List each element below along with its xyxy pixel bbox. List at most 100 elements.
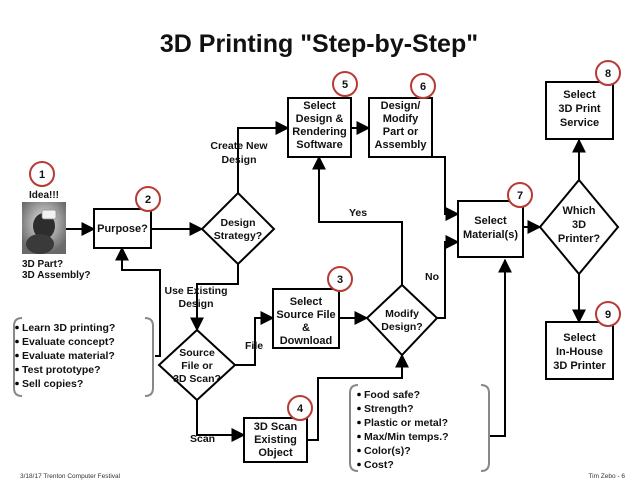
footer-left: 3/18/17 Trenton Computer Festival — [20, 473, 121, 480]
decision-design-strategy[interactable]: Design Strategy? — [200, 191, 276, 266]
purpose-item: Learn 3D printing? — [22, 322, 115, 334]
idea-label: Idea!!! — [29, 190, 59, 201]
node-design-modify[interactable]: Design/ Modify Part or Assembly — [368, 97, 433, 158]
material-item: Cost? — [364, 459, 394, 471]
step-badge-7: 7 — [507, 182, 533, 208]
start-question-1: 3D Part? — [22, 259, 63, 270]
bullet-icon — [15, 353, 19, 358]
step-badge-8: 8 — [595, 60, 621, 86]
thinker-image — [22, 202, 66, 254]
node-scan-object[interactable]: 3D Scan Existing Object — [243, 417, 308, 463]
edge-label-no: No — [425, 271, 439, 283]
svg-text:3D Printer: 3D Printer — [553, 360, 606, 372]
svg-text:Existing: Existing — [254, 434, 297, 446]
svg-text:3D Print: 3D Print — [558, 103, 601, 115]
svg-text:3D Scan: 3D Scan — [254, 421, 298, 433]
svg-text:9: 9 — [605, 309, 611, 321]
svg-text:Service: Service — [560, 117, 599, 129]
edge-label-use-existing-2: Design — [178, 298, 213, 310]
bullet-icon — [15, 339, 19, 344]
purpose-item: Sell copies? — [22, 378, 83, 390]
node-inhouse-printer[interactable]: Select In-House 3D Printer — [545, 321, 614, 380]
step-badge-2: 2 — [135, 186, 161, 212]
svg-text:4: 4 — [297, 403, 304, 415]
material-item: Max/Min temps.? — [364, 431, 449, 443]
svg-text:2: 2 — [145, 194, 151, 206]
step-badge-1: 1 — [29, 161, 55, 187]
edge-label-file: File — [245, 340, 263, 352]
decision-which-printer[interactable]: Which 3D Printer? — [538, 178, 620, 276]
svg-text:1: 1 — [39, 169, 45, 181]
footer-right: Tim Zebo - 6 — [588, 473, 625, 480]
svg-text:Design?: Design? — [381, 321, 422, 333]
svg-text:Which: Which — [563, 205, 596, 217]
purpose-item: Evaluate concept? — [22, 336, 115, 348]
edge-label-create-new-1: Create New — [210, 140, 268, 152]
step-badge-4: 4 — [287, 395, 313, 421]
node-print-service[interactable]: Select 3D Print Service — [545, 81, 614, 140]
node-select-source[interactable]: Select Source File & Download — [272, 288, 340, 349]
material-item: Plastic or metal? — [364, 417, 448, 429]
svg-text:Design &: Design & — [296, 113, 344, 125]
edge-label-scan: Scan — [190, 433, 215, 445]
material-item: Strength? — [364, 403, 414, 415]
svg-text:Select: Select — [474, 215, 507, 227]
edge-label-use-existing-1: Use Existing — [164, 285, 227, 297]
edge-label-create-new-2: Design — [221, 154, 256, 166]
svg-text:Purpose?: Purpose? — [97, 223, 148, 235]
svg-text:Select: Select — [303, 100, 336, 112]
svg-text:Source: Source — [179, 347, 215, 359]
purpose-list: Learn 3D printing? Evaluate concept? Eva… — [13, 317, 154, 397]
svg-text:Download: Download — [280, 335, 333, 347]
svg-text:File or: File or — [181, 360, 213, 372]
material-item: Color(s)? — [364, 445, 411, 457]
purpose-item: Evaluate material? — [22, 350, 115, 362]
svg-text:Material(s): Material(s) — [463, 229, 518, 241]
svg-text:Part or: Part or — [383, 126, 419, 138]
svg-text:Design/: Design/ — [381, 100, 421, 112]
svg-text:Printer?: Printer? — [558, 233, 600, 245]
node-select-material[interactable]: Select Material(s) — [457, 200, 524, 258]
step-badge-3: 3 — [327, 266, 353, 292]
step-badge-9: 9 — [595, 301, 621, 327]
bullet-icon — [357, 420, 361, 425]
bullet-icon — [357, 434, 361, 439]
material-item: Food safe? — [364, 389, 420, 401]
svg-text:Design: Design — [220, 217, 255, 229]
svg-text:8: 8 — [605, 68, 611, 80]
step-badge-6: 6 — [410, 73, 436, 99]
node-select-software[interactable]: Select Design & Rendering Software — [287, 97, 352, 158]
bullet-icon — [357, 406, 361, 411]
page-title: 3D Printing "Step-by-Step" — [160, 30, 478, 58]
bullet-icon — [15, 367, 19, 372]
bullet-icon — [15, 381, 19, 386]
bullet-icon — [357, 448, 361, 453]
svg-text:Software: Software — [296, 139, 342, 151]
svg-text:6: 6 — [420, 81, 426, 93]
bullet-icon — [15, 325, 19, 330]
svg-text:Assembly: Assembly — [375, 139, 428, 151]
svg-text:Modify: Modify — [383, 113, 419, 125]
svg-text:7: 7 — [517, 190, 523, 202]
svg-text:Modify: Modify — [385, 308, 419, 320]
bullet-icon — [357, 462, 361, 467]
decision-modify-design[interactable]: Modify Design? — [365, 283, 439, 357]
start-question-2: 3D Assembly? — [22, 270, 91, 281]
decision-source-or-scan[interactable]: Source File or 3D Scan? — [157, 328, 237, 402]
svg-text:Source File: Source File — [276, 309, 335, 321]
svg-text:Object: Object — [258, 447, 293, 459]
svg-text:Rendering: Rendering — [292, 126, 346, 138]
node-purpose[interactable]: Purpose? — [93, 208, 152, 249]
svg-text:3D: 3D — [572, 219, 586, 231]
svg-text:3D Scan?: 3D Scan? — [173, 373, 221, 385]
material-list: Food safe? Strength? Plastic or metal? M… — [349, 384, 490, 472]
svg-text:3: 3 — [337, 274, 343, 286]
connectors — [66, 121, 586, 442]
svg-text:Select: Select — [563, 332, 596, 344]
svg-text:&: & — [302, 322, 310, 334]
svg-text:5: 5 — [342, 79, 348, 91]
svg-text:Strategy?: Strategy? — [214, 230, 262, 242]
svg-text:In-House: In-House — [556, 346, 603, 358]
edge-label-yes: Yes — [349, 207, 367, 219]
